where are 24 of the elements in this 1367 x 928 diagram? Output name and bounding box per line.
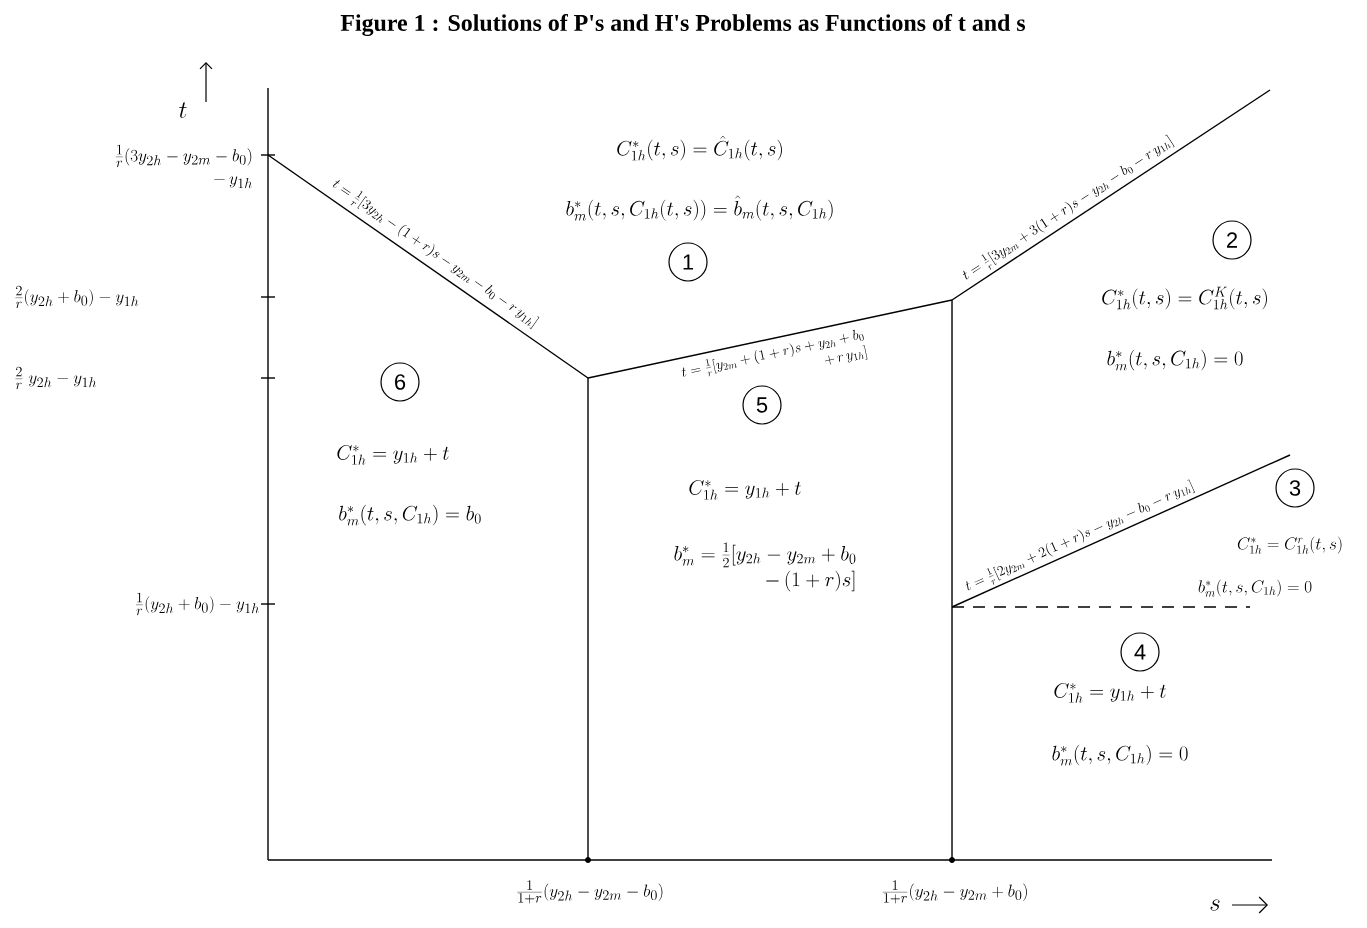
region-number: 6 bbox=[380, 362, 420, 402]
region-number: 5 bbox=[742, 385, 782, 425]
tick-label: $\frac{2}{r}\;y_{2h}-y_{1h}$ bbox=[15, 366, 97, 390]
region-number: 1 bbox=[668, 242, 708, 282]
axis-label: $s$ bbox=[1210, 899, 1220, 911]
axis-label: $t$ bbox=[179, 102, 187, 118]
formula: $b^*_m(t,s,C_{1h})=0$ bbox=[1107, 349, 1243, 371]
formula: $C^*_{1h}=y_{1h}+t$ bbox=[337, 445, 449, 465]
region-number: 4 bbox=[1120, 632, 1160, 672]
tick-label: $\begin{array}{r}\frac{1}{r}(3y_{2h}-y_{2m}-b_0)\\ -\,y_{1h}\end{array}$ bbox=[115, 144, 252, 189]
tick-label: $\frac{1}{1+r}(y_{2h}-y_{2m}-b_0)$ bbox=[517, 880, 663, 904]
formula: $C^*_{1h}(t,s)=C^K_{1h}(t,s)$ bbox=[1102, 286, 1267, 310]
formula: $b^*_m(t,s,C_{1h})=0$ bbox=[1052, 744, 1188, 766]
formula: $C^*_{1h}(t,s)=\hat{C}_{1h}(t,s)$ bbox=[617, 135, 782, 161]
tick-label: $\frac{1}{1+r}(y_{2h}-y_{2m}+b_0)$ bbox=[882, 880, 1027, 904]
formula: $b^*_m(t,s,C_{1h})=0$ bbox=[1198, 579, 1312, 597]
formula: $C^*_{1h}=y_{1h}+t$ bbox=[689, 480, 801, 500]
region-number: 3 bbox=[1275, 468, 1315, 508]
formula: $b^*_m(t,s,C_{1h})=b_0$ bbox=[339, 504, 481, 526]
formula: $\begin{array}{r}b^*_m=\frac{1}{2}[y_{2h}-y_{2m}+b_0\\ -\,(1+r)s]\end{array}$ bbox=[674, 542, 856, 592]
tick-label: $\frac{2}{r}(y_{2h}+b_0)-y_{1h}$ bbox=[15, 285, 139, 309]
tick-label: $\frac{1}{r}(y_{2h}+b_0)-y_{1h}$ bbox=[135, 592, 259, 616]
title: Figure 1 : Solutions of P's and H's Problems as Functions of t and s bbox=[340, 13, 1026, 37]
region-number: 2 bbox=[1212, 220, 1252, 260]
